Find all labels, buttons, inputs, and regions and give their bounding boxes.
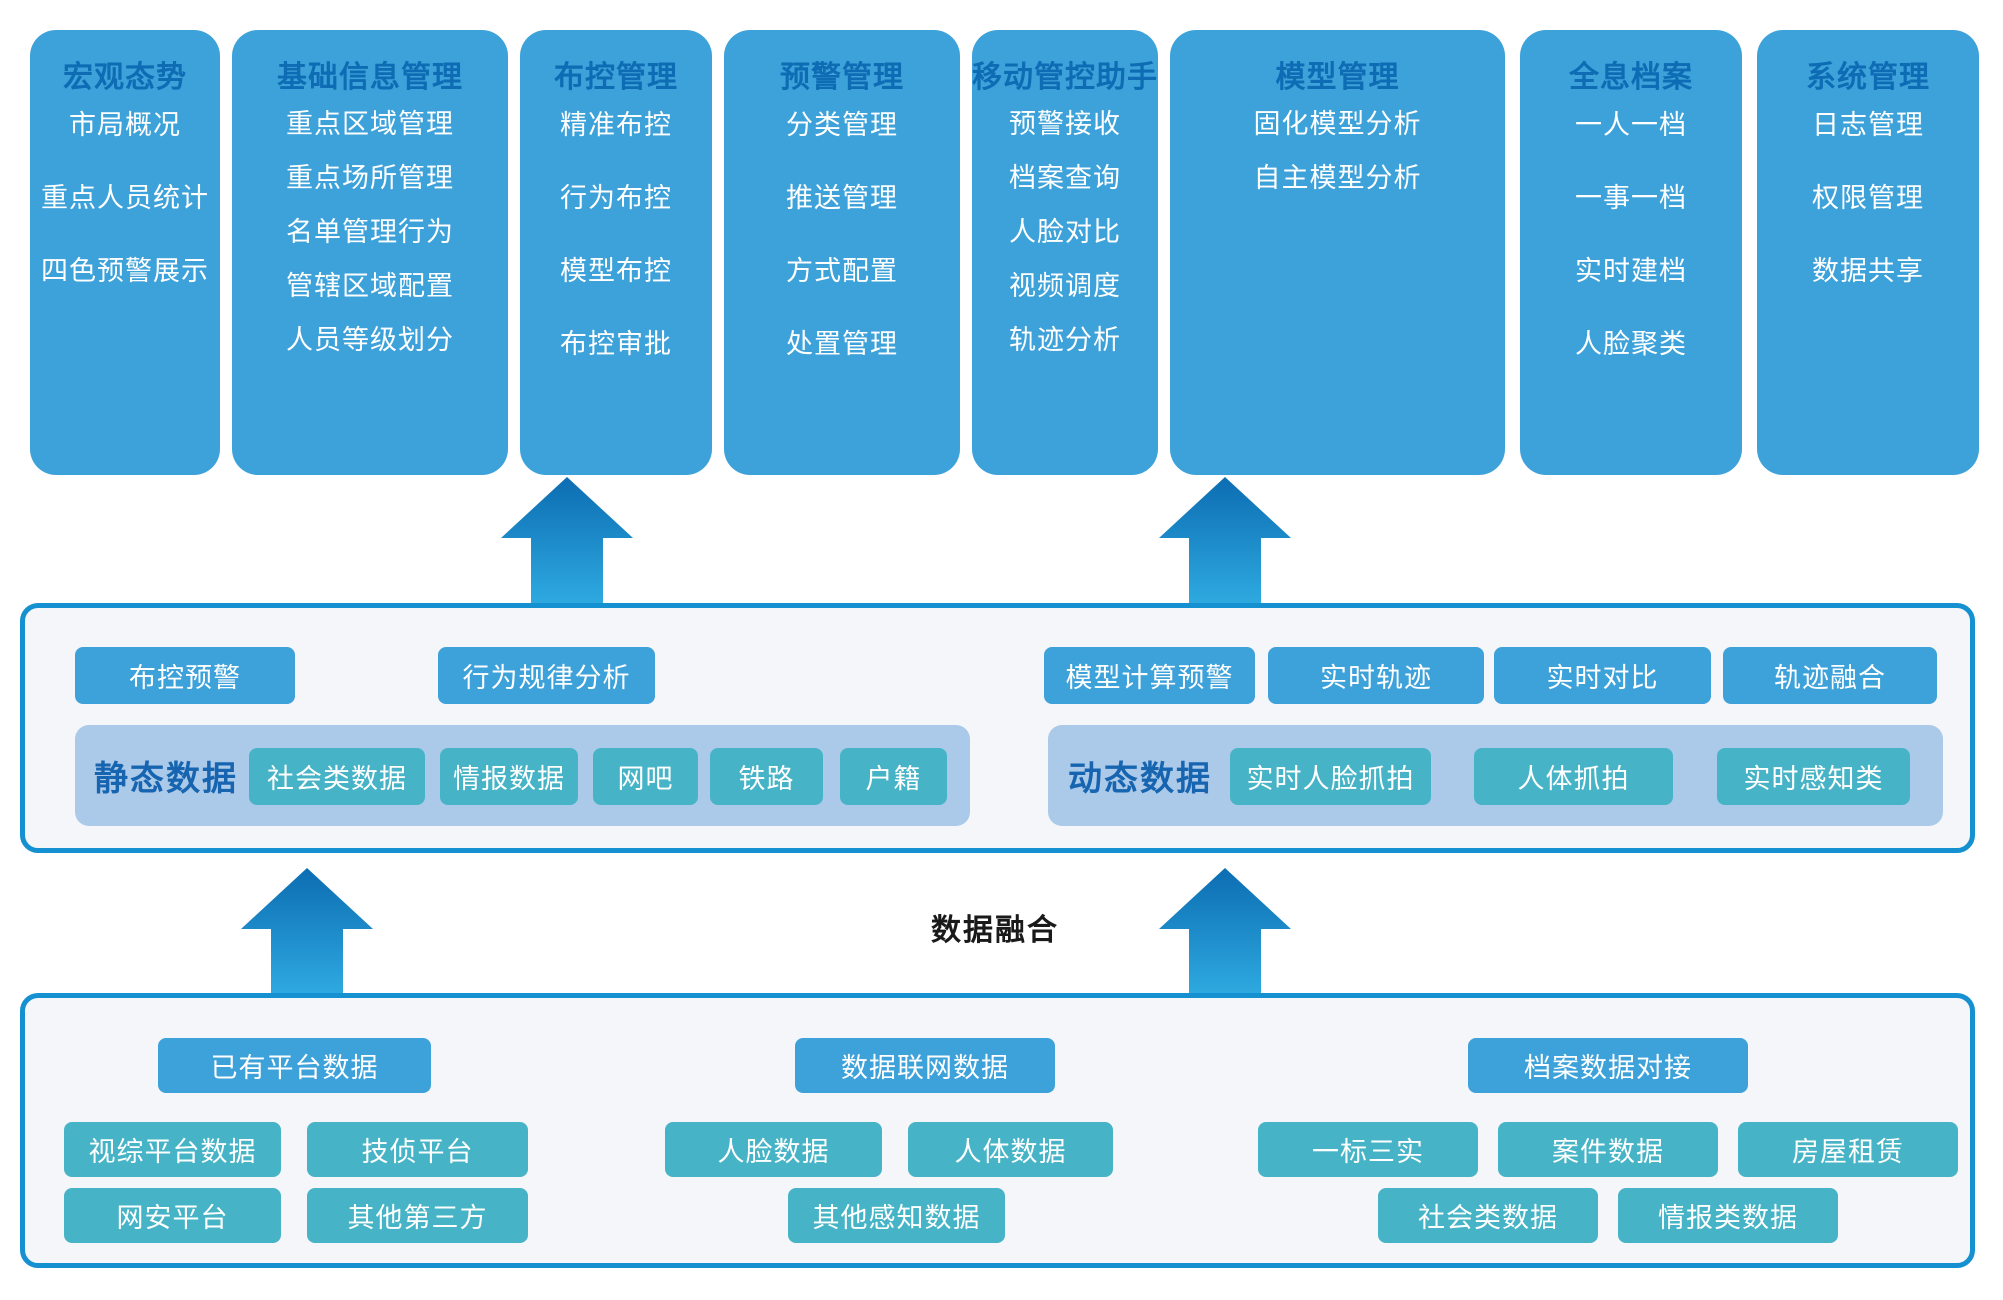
module-card-basic-info: 基础信息管理 重点区域管理 重点场所管理 名单管理行为 管辖区域配置 人员等级划… (232, 30, 508, 475)
track-fusion-button: 轨迹融合 (1723, 647, 1937, 704)
module-item: 模型布控 (560, 256, 672, 286)
module-item: 一事一档 (1575, 183, 1687, 213)
static-data-item: 网吧 (593, 748, 698, 805)
module-title: 基础信息管理 (277, 61, 463, 94)
module-card-holographic-archive: 全息档案 一人一档 一事一档 实时建档 人脸聚类 (1520, 30, 1742, 475)
module-item: 人员等级划分 (286, 324, 454, 355)
module-item: 处置管理 (786, 329, 898, 359)
data-source-item: 人体数据 (908, 1122, 1113, 1177)
module-item: 一人一档 (1575, 110, 1687, 140)
module-item: 实时建档 (1575, 256, 1687, 286)
up-arrow-icon (1159, 868, 1291, 994)
module-item: 重点人员统计 (41, 183, 209, 213)
module-item: 轨迹分析 (1009, 324, 1121, 355)
module-title: 模型管理 (1275, 61, 1400, 94)
data-source-item: 网安平台 (64, 1188, 281, 1243)
data-source-item: 情报类数据 (1618, 1188, 1838, 1243)
realtime-track-button: 实时轨迹 (1268, 647, 1484, 704)
module-item: 行为布控 (560, 183, 672, 213)
data-source-item: 房屋租赁 (1738, 1122, 1958, 1177)
module-item-list: 分类管理 推送管理 方式配置 处置管理 (724, 86, 960, 378)
module-card-mobile-assistant: 移动管控助手 预警接收 档案查询 人脸对比 视频调度 轨迹分析 (972, 30, 1158, 475)
module-item-list: 重点区域管理 重点场所管理 名单管理行为 管辖区域配置 人员等级划分 (232, 94, 508, 364)
module-item: 四色预警展示 (41, 256, 209, 286)
module-item-list: 一人一档 一事一档 实时建档 人脸聚类 (1520, 86, 1742, 378)
model-compute-warning-button: 模型计算预警 (1044, 647, 1255, 704)
module-item: 预警接收 (1009, 108, 1121, 139)
module-item: 固化模型分析 (1253, 108, 1422, 139)
module-title: 系统管理 (1806, 61, 1930, 94)
module-item: 精准布控 (560, 110, 672, 140)
data-source-item: 社会类数据 (1378, 1188, 1598, 1243)
archive-data-header: 档案数据对接 (1468, 1038, 1748, 1093)
static-data-item: 情报数据 (440, 748, 578, 805)
module-item: 市局概况 (69, 110, 181, 140)
module-item: 名单管理行为 (286, 216, 454, 247)
realtime-compare-button: 实时对比 (1494, 647, 1711, 704)
static-data-label: 静态数据 (94, 760, 238, 798)
module-item: 重点场所管理 (286, 162, 454, 193)
data-fusion-title: 数据融合 (931, 914, 1059, 947)
data-source-item: 技侦平台 (307, 1122, 528, 1177)
control-warning-button: 布控预警 (75, 647, 295, 704)
module-title: 宏观态势 (63, 61, 187, 94)
module-item: 管辖区域配置 (286, 270, 454, 301)
module-item-list: 日志管理 权限管理 数据共享 (1757, 86, 1979, 305)
data-source-item: 视综平台数据 (64, 1122, 281, 1177)
module-item: 布控审批 (560, 329, 672, 359)
module-title: 预警管理 (780, 61, 904, 94)
data-source-item: 其他第三方 (307, 1188, 528, 1243)
static-data-item: 社会类数据 (249, 748, 425, 805)
analysis-layer-box: 布控预警 行为规律分析 模型计算预警 实时轨迹 实时对比 轨迹融合 静态数据 社… (20, 603, 1975, 853)
module-item-list: 固化模型分析 自主模型分析 (1170, 94, 1505, 202)
up-arrow-icon (501, 477, 633, 603)
module-item: 权限管理 (1812, 183, 1924, 213)
module-item: 人脸对比 (1009, 216, 1121, 247)
module-card-macro-situation: 宏观态势 市局概况 重点人员统计 四色预警展示 (30, 30, 220, 475)
networked-data-header: 数据联网数据 (795, 1038, 1055, 1093)
behavior-pattern-analysis-button: 行为规律分析 (438, 647, 655, 704)
module-item: 日志管理 (1812, 110, 1924, 140)
dynamic-data-item: 实时人脸抓拍 (1230, 748, 1431, 805)
module-card-control-mgmt: 布控管理 精准布控 行为布控 模型布控 布控审批 (520, 30, 712, 475)
module-item: 视频调度 (1009, 270, 1121, 301)
module-item-list: 市局概况 重点人员统计 四色预警展示 (30, 86, 220, 305)
module-item-list: 预警接收 档案查询 人脸对比 视频调度 轨迹分析 (972, 94, 1158, 364)
module-item: 推送管理 (786, 183, 898, 213)
module-card-warning-mgmt: 预警管理 分类管理 推送管理 方式配置 处置管理 (724, 30, 960, 475)
dynamic-data-label: 动态数据 (1068, 760, 1212, 798)
module-item: 自主模型分析 (1253, 162, 1422, 193)
module-item: 重点区域管理 (286, 108, 454, 139)
module-item: 方式配置 (786, 256, 898, 286)
module-item: 人脸聚类 (1575, 329, 1687, 359)
module-title: 移动管控助手 (972, 61, 1158, 94)
data-source-layer-box: 已有平台数据 数据联网数据 档案数据对接 视综平台数据 技侦平台 网安平台 其他… (20, 993, 1975, 1268)
static-data-panel: 静态数据 社会类数据 情报数据 网吧 铁路 户籍 (75, 725, 970, 826)
existing-platform-data-header: 已有平台数据 (158, 1038, 431, 1093)
static-data-item: 铁路 (710, 748, 823, 805)
module-item: 档案查询 (1009, 162, 1121, 193)
data-source-item: 一标三实 (1258, 1122, 1478, 1177)
module-card-model-mgmt: 模型管理 固化模型分析 自主模型分析 (1170, 30, 1505, 475)
module-card-system-mgmt: 系统管理 日志管理 权限管理 数据共享 (1757, 30, 1979, 475)
up-arrow-icon (241, 868, 373, 994)
data-source-item: 案件数据 (1498, 1122, 1718, 1177)
up-arrow-icon (1159, 477, 1291, 603)
module-item-list: 精准布控 行为布控 模型布控 布控审批 (520, 86, 712, 378)
dynamic-data-item: 实时感知类 (1717, 748, 1910, 805)
module-title: 布控管理 (554, 61, 678, 94)
data-source-item: 其他感知数据 (788, 1188, 1005, 1243)
static-data-item: 户籍 (840, 748, 947, 805)
module-item: 数据共享 (1812, 256, 1924, 286)
module-item: 分类管理 (786, 110, 898, 140)
dynamic-data-panel: 动态数据 实时人脸抓拍 人体抓拍 实时感知类 (1048, 725, 1943, 826)
dynamic-data-item: 人体抓拍 (1474, 748, 1673, 805)
data-source-item: 人脸数据 (665, 1122, 882, 1177)
module-title: 全息档案 (1569, 61, 1693, 94)
